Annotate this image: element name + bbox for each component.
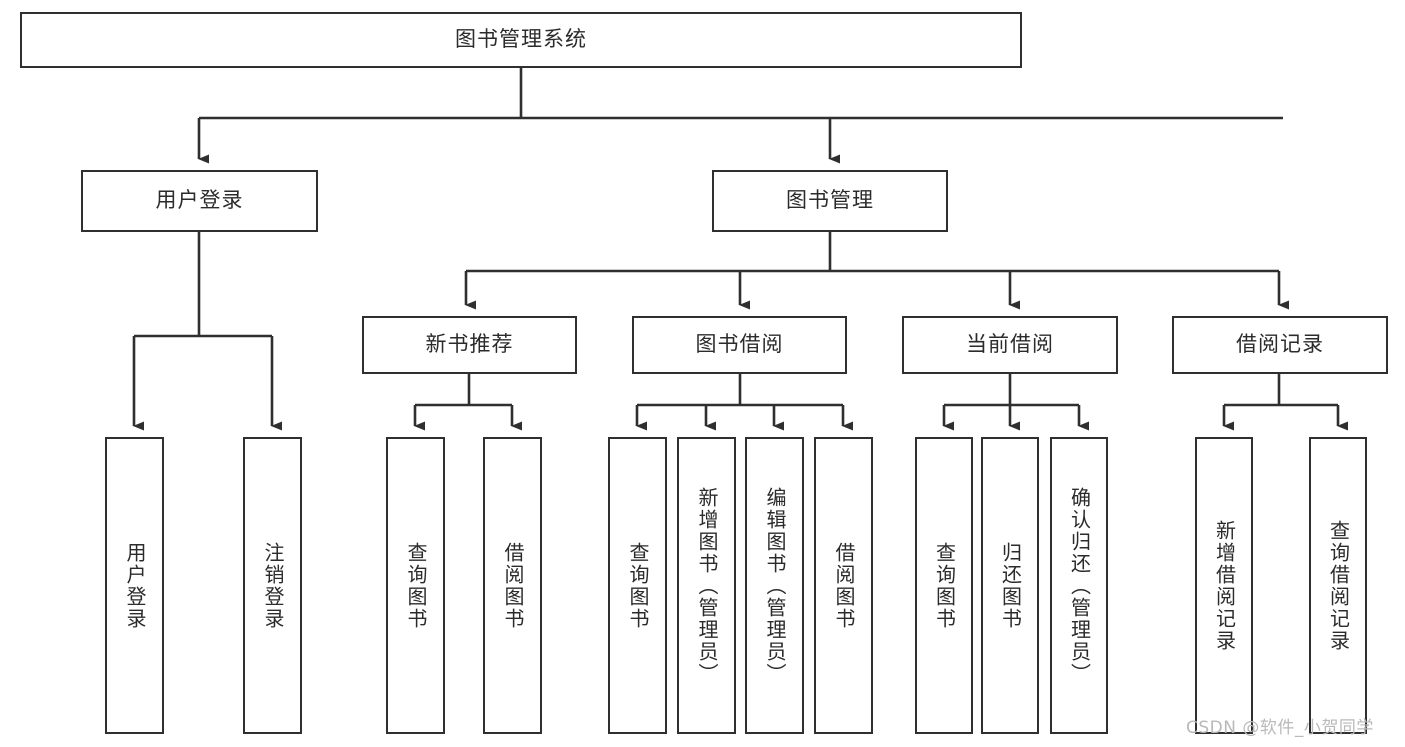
leaf-label: 查询图书: [626, 541, 650, 630]
leaf-label: 查询图书: [932, 541, 957, 630]
node-book-management[interactable]: 图书管理: [712, 170, 948, 232]
watermark-text: CSDN @软件_小贺同学: [1186, 718, 1374, 738]
leaf-label: 用户登录: [123, 541, 147, 630]
leaf-label: 编辑图书（管理员）: [763, 486, 787, 685]
leaf-add-book[interactable]: 新增图书（管理员）: [677, 437, 736, 734]
leaf-query-book-2[interactable]: 查询图书: [608, 437, 667, 734]
leaf-label: 确认归还（管理员）: [1067, 486, 1092, 685]
leaf-label: 归还图书: [998, 541, 1023, 630]
node-borrow-record[interactable]: 借阅记录: [1172, 316, 1388, 374]
leaf-query-book-1[interactable]: 查询图书: [386, 437, 445, 734]
leaf-label: 查询借阅记录: [1326, 519, 1351, 652]
leaf-confirm-return[interactable]: 确认归还（管理员）: [1050, 437, 1108, 734]
node-user-login[interactable]: 用户登录: [81, 170, 318, 232]
leaf-query-book-3[interactable]: 查询图书: [915, 437, 973, 734]
leaf-borrow-book-1[interactable]: 借阅图书: [483, 437, 542, 734]
leaf-return-book[interactable]: 归还图书: [981, 437, 1039, 734]
leaf-label: 新增借阅记录: [1212, 519, 1237, 652]
leaf-label: 注销登录: [261, 541, 285, 630]
leaf-logout[interactable]: 注销登录: [243, 437, 302, 734]
leaf-label: 新增图书（管理员）: [695, 486, 719, 685]
leaf-add-record[interactable]: 新增借阅记录: [1195, 437, 1253, 734]
node-new-book-recommend[interactable]: 新书推荐: [362, 316, 577, 374]
leaf-label: 借阅图书: [501, 541, 525, 630]
leaf-borrow-book-2[interactable]: 借阅图书: [814, 437, 873, 734]
leaf-edit-book[interactable]: 编辑图书（管理员）: [745, 437, 804, 734]
node-current-borrow[interactable]: 当前借阅: [902, 316, 1118, 374]
leaf-label: 借阅图书: [832, 541, 856, 630]
leaf-query-record[interactable]: 查询借阅记录: [1309, 437, 1367, 734]
leaf-label: 查询图书: [404, 541, 428, 630]
node-root-system[interactable]: 图书管理系统: [20, 12, 1022, 68]
node-book-borrow[interactable]: 图书借阅: [632, 316, 847, 374]
leaf-user-login[interactable]: 用户登录: [105, 437, 164, 734]
